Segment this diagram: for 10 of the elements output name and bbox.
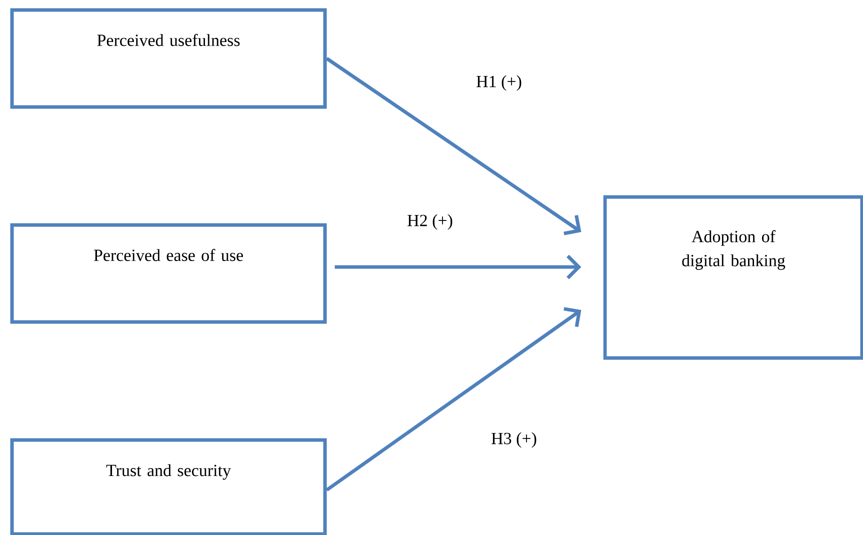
arrow bbox=[326, 307, 582, 492]
arrow bbox=[326, 57, 582, 236]
edge-label: H3 (+) bbox=[490, 431, 538, 449]
arrow bbox=[334, 254, 582, 280]
concept-box: Perceived usefulness bbox=[10, 8, 327, 109]
concept-box: Adoption of digital banking bbox=[603, 195, 863, 360]
edge-label: H1 (+) bbox=[475, 74, 523, 92]
concept-box: Perceived ease of use bbox=[10, 223, 327, 324]
edge-label: H2 (+) bbox=[406, 213, 454, 231]
concept-box: Trust and security bbox=[10, 438, 327, 535]
